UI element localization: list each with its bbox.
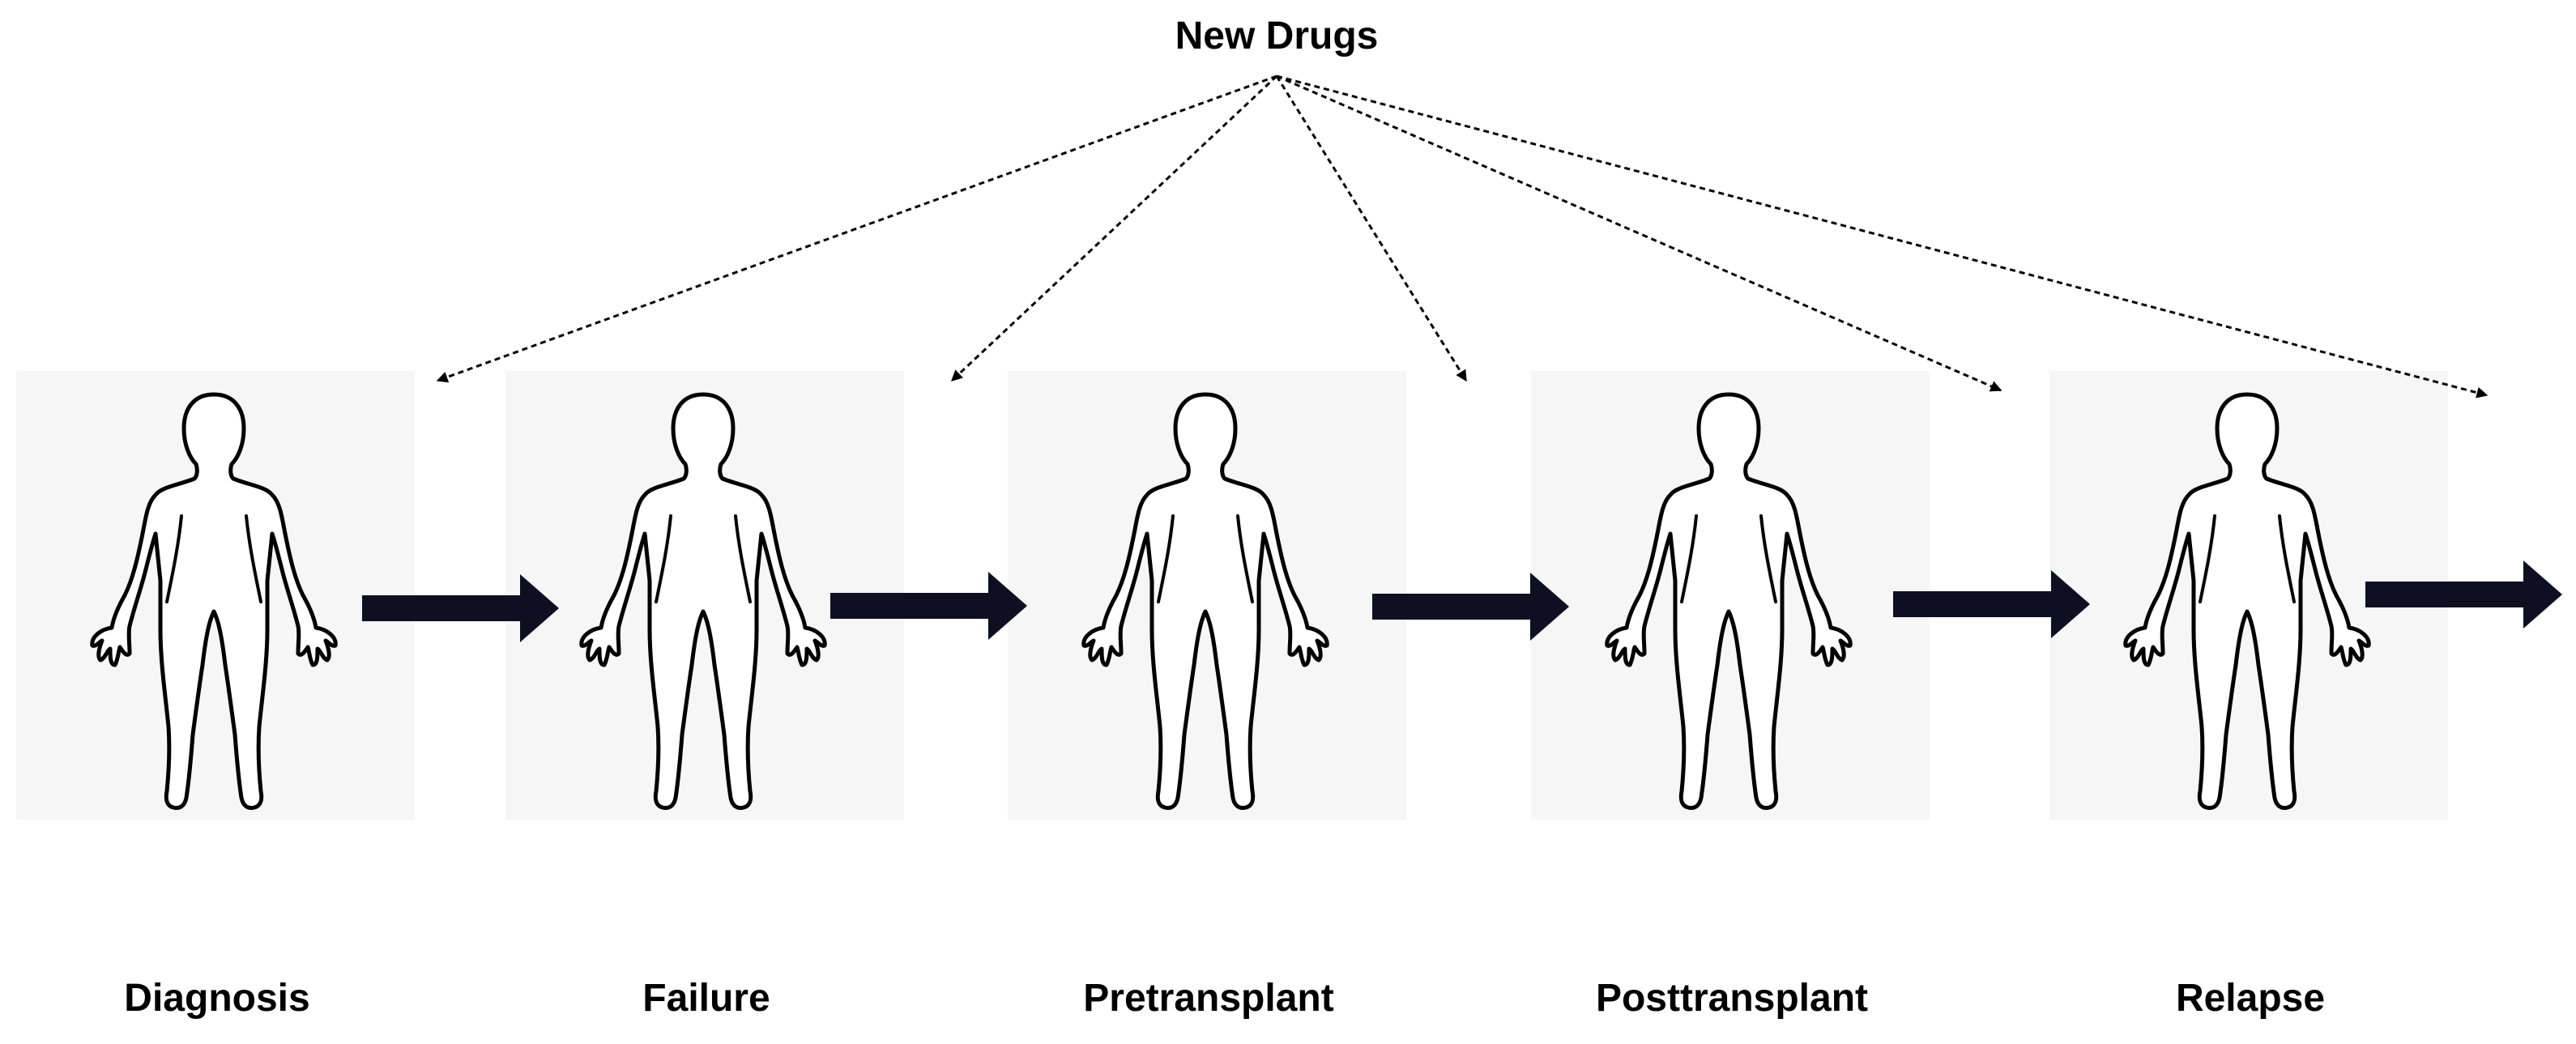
dashed-arrow-to-relapse [1276, 75, 2489, 398]
stage-label-failure: Failure [642, 977, 770, 1020]
diagram-title: New Drugs [1175, 15, 1379, 58]
right-arrow-icon [1893, 570, 2090, 638]
stage-labels: Diagnosis Failure Pretransplant Posttranspl… [124, 977, 2325, 1020]
stage-label-posttransplant: Posttransplant [1596, 977, 1868, 1020]
right-arrow-icon [1372, 573, 1569, 641]
dashed-arrow-to-pretransplant [1275, 75, 1468, 382]
right-arrow-icon [2365, 560, 2562, 629]
stage-label-pretransplant: Pretransplant [1083, 977, 1333, 1020]
right-arrow-icon [362, 574, 559, 642]
dashed-arrow-to-failure [950, 75, 1278, 382]
flow-arrows [362, 560, 2562, 642]
new-drug-pointers [436, 75, 2489, 398]
stage-label-diagnosis: Diagnosis [124, 977, 309, 1020]
stage-label-relapse: Relapse [2176, 977, 2325, 1020]
dashed-arrow-to-diagnosis [436, 75, 1277, 383]
right-arrow-icon [830, 572, 1027, 640]
dashed-arrow-to-posttransplant [1276, 75, 2002, 392]
